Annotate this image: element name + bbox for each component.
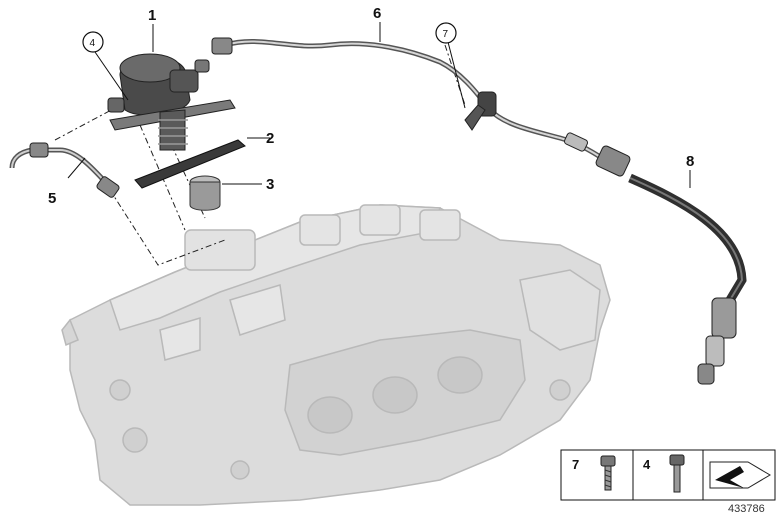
- pump-gasket: [134, 139, 246, 189]
- legend-item-7: 7: [572, 457, 579, 472]
- callout-6: 6: [373, 5, 381, 22]
- callout-5: 5: [48, 190, 56, 207]
- callout-leaders: [67, 22, 691, 188]
- screw-icon: [600, 455, 616, 491]
- callout-1: 1: [148, 7, 156, 24]
- roller-tappet: [189, 175, 221, 211]
- bolt-icon: [669, 454, 685, 493]
- callout-4: 4: [90, 38, 96, 49]
- callout-7: 7: [443, 29, 449, 40]
- high-pressure-line: [211, 37, 607, 163]
- callout-2: 2: [266, 130, 274, 147]
- diagram-number: 433786: [728, 503, 765, 515]
- fuel-feed-line: [9, 142, 120, 198]
- callout-3: 3: [266, 176, 274, 193]
- legend-item-4: 4: [643, 457, 651, 472]
- direction-arrow-icon: [709, 461, 771, 489]
- parts-legend: 7 4: [560, 449, 776, 501]
- cylinder-head-illustration: [61, 204, 611, 506]
- fuel-hose: [595, 145, 747, 385]
- callout-7-circle: 7: [435, 22, 457, 44]
- callout-4-circle: 4: [82, 31, 104, 53]
- high-pressure-pump: [107, 53, 236, 151]
- callout-8: 8: [686, 153, 694, 170]
